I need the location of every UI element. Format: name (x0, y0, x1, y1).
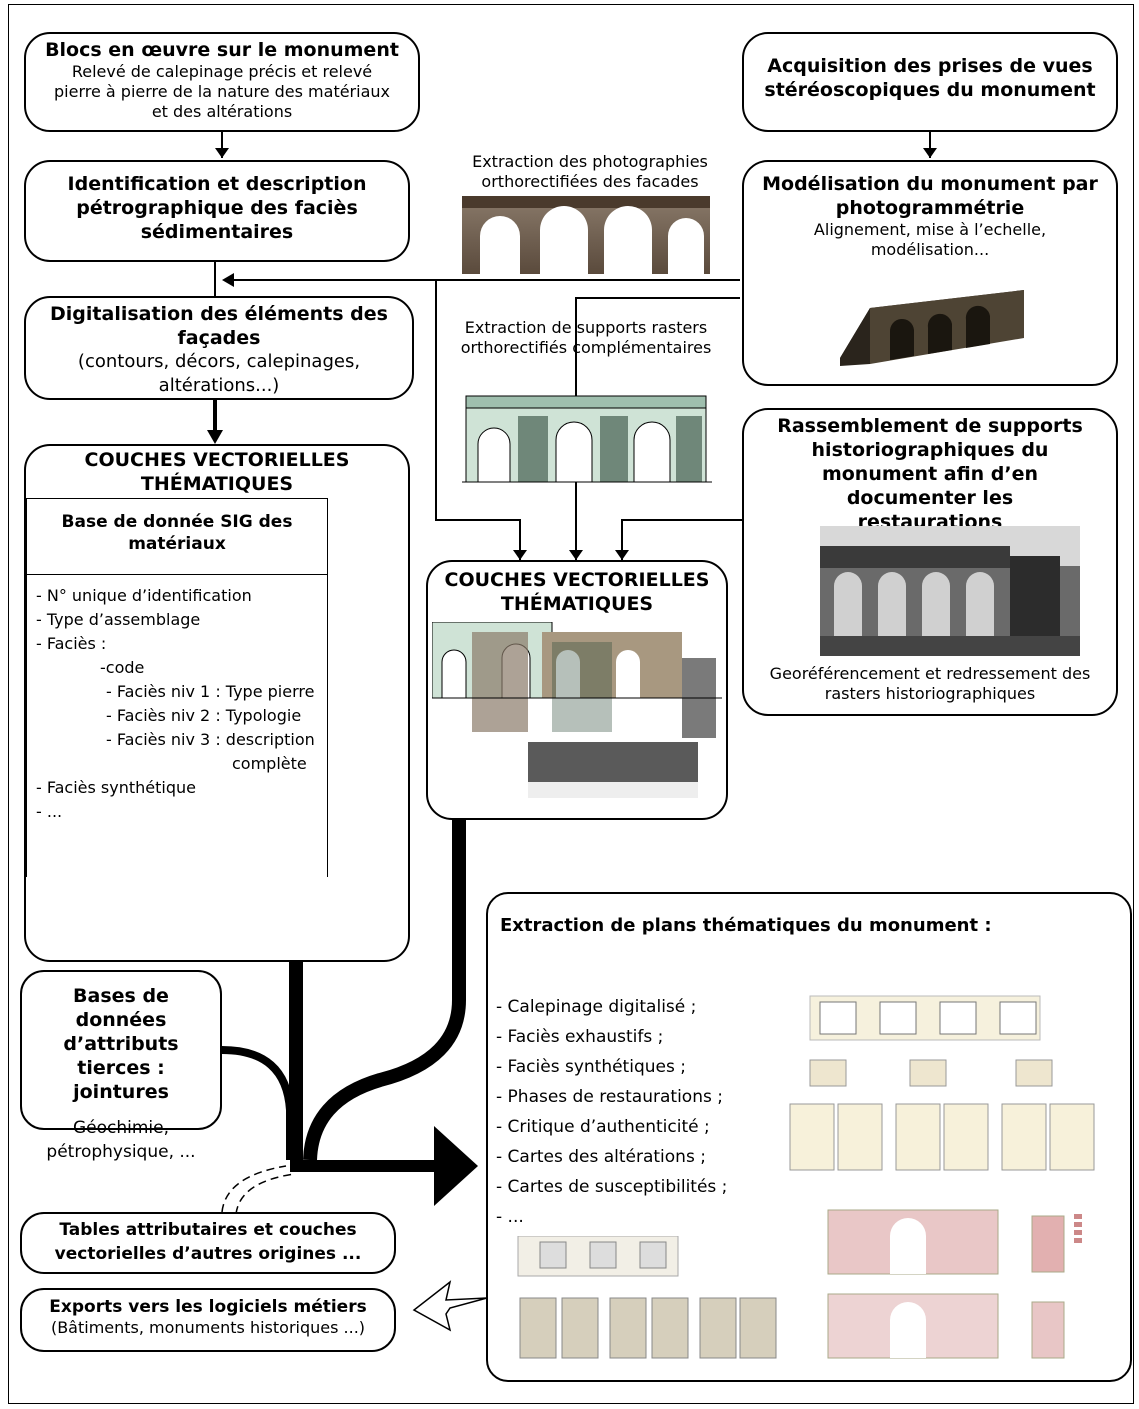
plans-item-facies-synthetiques: - Faciès synthétiques ; (496, 1057, 686, 1077)
plans-item-phases: - Phases de restaurations ; (496, 1087, 723, 1107)
sig-field-niv2: - Faciès niv 2 : Typologie (106, 706, 302, 725)
tierces-title: Bases de données d’attributs tierces : j… (63, 985, 179, 1103)
layers-stack-image (432, 622, 722, 798)
3d-model-image (840, 290, 1024, 366)
tierces-box: Bases de données d’attributs tierces : j… (20, 970, 222, 1162)
plans-title: Extraction de plans thématiques du monum… (500, 915, 992, 936)
sig-title: Base de donnée SIG des matériaux (27, 499, 327, 575)
digitalisation-title: Digitalisation des éléments des façades (50, 303, 388, 349)
rassemblement-title: Rassemblement de supports historiographi… (777, 415, 1083, 533)
extraction-rasters-caption: Extraction de supports rasters orthorect… (460, 318, 712, 357)
sig-field-assemblage: - Type d’assemblage (36, 610, 201, 629)
modelisation-box: Modélisation du monument par photogrammé… (742, 160, 1118, 386)
modelisation-text: Alignement, mise à l’echelle, modélisati… (813, 220, 1047, 259)
plans-item-alterations: - Cartes des altérations ; (496, 1147, 706, 1167)
sig-field-synthetique: - Faciès synthétique (36, 778, 196, 797)
digitalisation-text: (contours, décors, calepinages, altérati… (77, 351, 361, 396)
historical-photo (820, 526, 1080, 656)
arrow-photos-couches (435, 280, 521, 560)
tierces-text: Géochimie, pétrophysique, ... (46, 1118, 196, 1162)
figure-frame (8, 4, 1134, 1404)
sig-field-niv3: - Faciès niv 3 : description (106, 730, 315, 749)
facade-orthophoto (462, 196, 710, 274)
raster-drawing (462, 395, 712, 483)
couches-center-title: COUCHES VECTORIELLES THÉMATIQUES (444, 569, 710, 615)
rassemblement-box: Rassemblement de supports historiographi… (742, 408, 1118, 716)
exports-text: (Bâtiments, monuments historiques ...) (50, 1318, 366, 1337)
digitalisation-box: Digitalisation des éléments des façades … (24, 296, 414, 400)
sig-field-complete: complète (232, 754, 307, 773)
identification-box: Identification et description pétrograph… (24, 160, 410, 262)
sig-field-code: -code (100, 658, 145, 677)
arrow-exports (412, 1280, 488, 1332)
plans-list: - Calepinage digitalisé ; - Faciès exhau… (496, 992, 727, 1232)
identification-title: Identification et description pétrograph… (67, 173, 367, 243)
acquisition-box: Acquisition des prises de vues stéréosco… (742, 32, 1118, 132)
arches-icon (462, 196, 710, 274)
plans-item-calepinage: - Calepinage digitalisé ; (496, 997, 697, 1017)
modelisation-title: Modélisation du monument par photogrammé… (762, 173, 1098, 219)
exports-title: Exports vers les logiciels métiers (49, 1297, 367, 1317)
plans-item-more: - ... (496, 1207, 524, 1227)
arrow-rassemblement-couches (621, 519, 742, 560)
plan-thumbnail-calepinage (789, 995, 1095, 1171)
plans-item-critique: - Critique d’authenticité ; (496, 1117, 710, 1137)
rassemblement-text: Georéférencement et redressement des ras… (769, 664, 1091, 703)
sig-fields: - N° unique d’identification - Type d’as… (36, 584, 315, 824)
extraction-photos-caption: Extraction des photographies orthorectif… (472, 152, 708, 191)
exports-box: Exports vers les logiciels métiers (Bâti… (20, 1288, 396, 1352)
plan-thumbnail-facies (517, 1236, 777, 1359)
couches-left-title: COUCHES VECTORIELLES THÉMATIQUES (84, 449, 350, 495)
blocs-box: Blocs en œuvre sur le monument Relevé de… (24, 32, 420, 132)
couches-center-box: COUCHES VECTORIELLES THÉMATIQUES (426, 560, 728, 820)
plan-thumbnail-alterations (827, 1209, 1082, 1359)
plans-item-susceptibilites: - Cartes de susceptibilités ; (496, 1177, 728, 1197)
flow-couches-center (303, 820, 466, 1161)
sig-field-facies: - Faciès : (36, 634, 107, 653)
sig-field-id: - N° unique d’identification (36, 586, 252, 605)
dashed-tables (221, 1165, 287, 1213)
blocs-title: Blocs en œuvre sur le monument (45, 39, 399, 61)
tables-title: Tables attributaires et couches vectorie… (54, 1220, 362, 1264)
blocs-text: Relevé de calepinage précis et relevé pi… (54, 62, 390, 121)
sig-field-niv1: - Faciès niv 1 : Type pierre (106, 682, 315, 701)
plans-item-facies-exhaustifs: - Faciès exhaustifs ; (496, 1027, 664, 1047)
sig-sheet: Base de donnée SIG des matériaux (26, 498, 328, 877)
sig-field-more: - ... (36, 802, 63, 821)
acquisition-title: Acquisition des prises de vues stéréosco… (764, 55, 1096, 101)
tables-box: Tables attributaires et couches vectorie… (20, 1212, 396, 1274)
flow-tierces (221, 1046, 294, 1160)
